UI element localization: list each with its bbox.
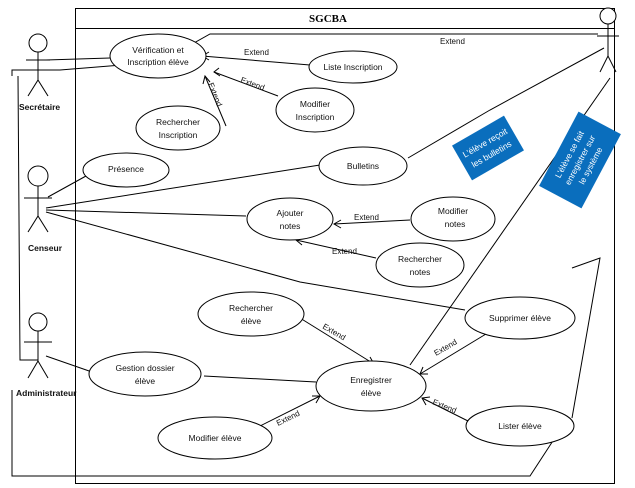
usecase-rechercher-notes-line1: Rechercher [398, 254, 442, 264]
actor-right-leg-right [607, 55, 617, 73]
extend-modif-inscr-arrow [213, 67, 221, 77]
usecase-verification-line2: Inscription élève [127, 57, 189, 67]
usecase-supprimer-eleve[interactable]: Supprimer élève [464, 296, 576, 340]
assoc-secretaire-verification [45, 57, 111, 61]
actor-censeur-leg-right [37, 215, 49, 233]
usecase-rechercher-notes-line2: notes [410, 267, 431, 277]
system-title: SGCBA [309, 13, 347, 25]
extend-rech-inscr-line [204, 75, 227, 127]
actor-right-leg-left [599, 55, 609, 73]
actor-secretaire-head [28, 33, 48, 53]
assoc-secretaire-down [17, 75, 38, 361]
actor-right-head [599, 7, 617, 25]
assoc-lister-right [571, 257, 601, 419]
usecase-rechercher-inscription[interactable]: Rechercher Inscription [135, 105, 221, 151]
extend-liste-label: Extend [244, 48, 269, 57]
usecase-enregistrer-eleve-line1: Enregistrer [350, 375, 392, 385]
actor-secretaire: Secrétaire [19, 33, 60, 112]
usecase-liste-inscription-line1: Liste Inscription [323, 62, 382, 72]
extend-supprimer-label: Extend [433, 337, 459, 357]
extend-lister-line [421, 397, 471, 423]
assoc-censeur-supprimer [45, 211, 466, 311]
usecase-modifier-inscription-line2: Inscription [296, 112, 335, 122]
extend-modif-inscr-line [213, 71, 279, 97]
extend-lister-label: Extend [431, 398, 457, 416]
actor-administrateur-label: Administrateur [16, 388, 77, 398]
usecase-bulletins-line1: Bulletins [347, 161, 379, 171]
usecase-rechercher-eleve-line1: Rechercher [229, 303, 273, 313]
extend-rech-notes-line [295, 239, 377, 259]
assoc-bottom-line [11, 390, 561, 477]
usecase-rechercher-inscription-line2: Inscription [159, 130, 198, 140]
actor-censeur: Censeur [24, 165, 63, 253]
extend-rech-inscr-arrow [202, 74, 211, 85]
usecase-gestion-dossier-line1: Gestion dossier [115, 363, 174, 373]
usecase-enregistrer-eleve[interactable]: Enregistrer élève [315, 360, 427, 412]
note-bulletins-box [452, 115, 524, 181]
usecase-verification[interactable]: Vérification et Inscription élève [109, 33, 207, 79]
usecase-rechercher-notes[interactable]: Rechercher notes [375, 242, 465, 288]
system-boundary [75, 8, 615, 484]
usecase-rechercher-eleve[interactable]: Rechercher élève [197, 291, 305, 337]
extend-liste-line [201, 55, 311, 66]
assoc-censeur-bulletins [45, 164, 321, 209]
extend-rech-eleve-line [299, 317, 375, 365]
usecase-ajouter-notes[interactable]: Ajouter notes [246, 197, 334, 241]
extend-lister-arrow [421, 396, 431, 406]
actor-censeur-head [27, 165, 49, 187]
usecase-verification-line1: Vérification et [132, 45, 184, 55]
usecase-modifier-notes-line2: notes [445, 219, 466, 229]
usecase-modifier-eleve-line1: Modifier élève [189, 433, 242, 443]
usecase-gestion-dossier[interactable]: Gestion dossier élève [88, 351, 202, 397]
usecase-rechercher-inscription-line1: Rechercher [156, 117, 200, 127]
usecase-enregistrer-eleve-line2: élève [361, 388, 382, 398]
usecase-rechercher-eleve-line2: élève [241, 316, 262, 326]
assoc-admin-gestion [45, 355, 93, 373]
actor-administrateur: Administrateur [16, 312, 77, 398]
usecase-presence-line1: Présence [108, 164, 144, 174]
actor-secretaire-leg-left [27, 79, 39, 97]
actor-secretaire-leg-right [37, 79, 49, 97]
usecase-modifier-notes[interactable]: Modifier notes [410, 196, 496, 242]
assoc-secretaire-top-line [11, 33, 598, 76]
usecase-supprimer-eleve-line1: Supprimer élève [489, 313, 551, 323]
usecase-liste-inscription[interactable]: Liste Inscription [308, 50, 398, 84]
usecase-modifier-inscription[interactable]: Modifier Inscription [275, 87, 355, 133]
usecase-bulletins[interactable]: Bulletins [318, 146, 408, 186]
usecase-modifier-notes-line1: Modifier [438, 206, 468, 216]
extend-modif-notes-line [333, 219, 411, 225]
usecase-presence[interactable]: Présence [82, 152, 170, 188]
assoc-censeur-ajouter-notes [45, 209, 247, 217]
extend-modif-notes-label: Extend [354, 213, 379, 222]
usecase-ajouter-notes-line2: notes [280, 221, 301, 231]
actor-secretaire-label: Secrétaire [19, 102, 60, 112]
usecase-gestion-dossier-line2: élève [135, 376, 156, 386]
assoc-censeur-presence [47, 175, 87, 198]
extend-supprimer-line [419, 333, 487, 375]
actor-administrateur-head [28, 312, 48, 332]
extend-modif-notes-arrow [332, 219, 342, 229]
actor-censeur-leg-left [27, 215, 39, 233]
actor-administrateur-leg-left [27, 360, 39, 379]
note-enregistre-box [539, 111, 621, 209]
usecase-lister-eleve-line1: Lister élève [498, 421, 542, 431]
assoc-right-bulletins [407, 47, 605, 159]
usecase-modifier-inscription-line1: Modifier [300, 99, 330, 109]
actor-censeur-label: Censeur [28, 243, 63, 253]
extend-rech-inscr-label: Extend [206, 81, 224, 107]
note-enregistre: L'élève se fait enregistrer sur le systè… [539, 111, 621, 209]
assoc-gestion-enregistrer [203, 375, 317, 383]
usecase-lister-eleve[interactable]: Lister élève [465, 405, 575, 447]
extend-modif-inscr-label: Extend [239, 75, 265, 92]
usecase-ajouter-notes-line1: Ajouter [277, 208, 304, 218]
actor-right-unlabeled [597, 7, 619, 73]
extend-top-label: Extend [440, 37, 465, 46]
usecase-modifier-eleve[interactable]: Modifier élève [157, 416, 273, 460]
actor-administrateur-leg-right [37, 360, 49, 379]
extend-rech-notes-label: Extend [332, 247, 357, 256]
